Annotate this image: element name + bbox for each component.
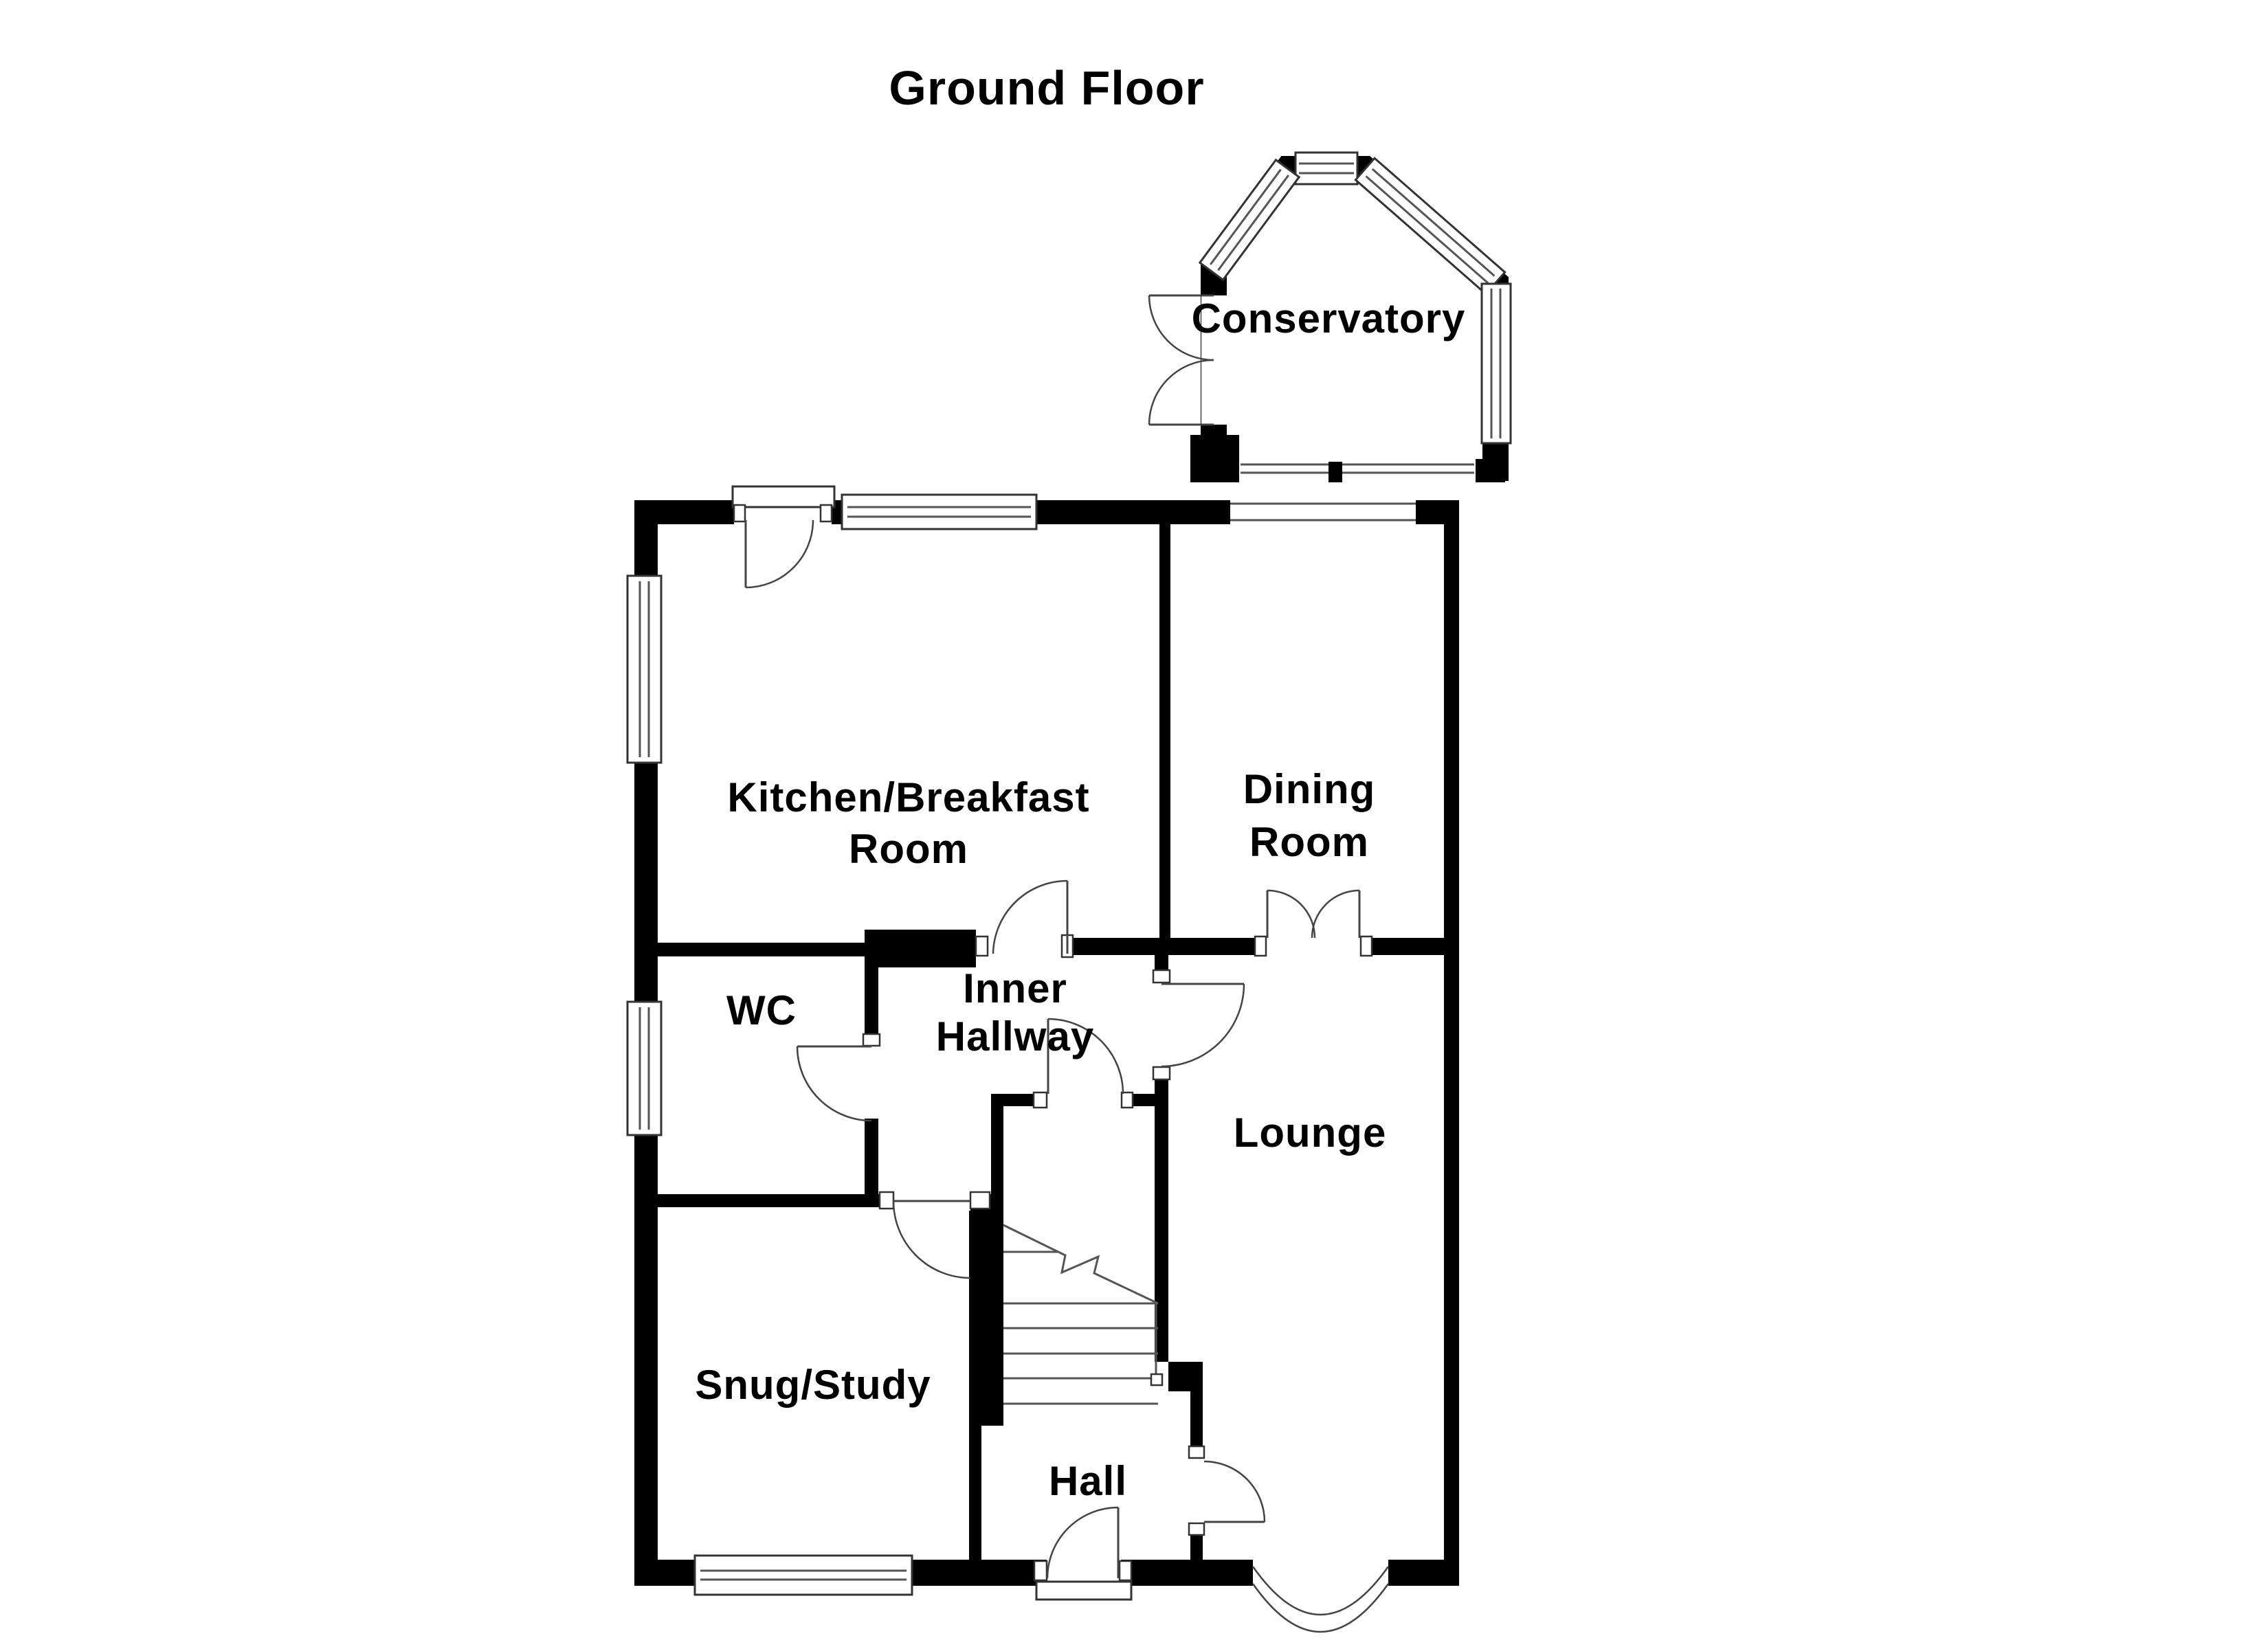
stairs-newel (1150, 1373, 1164, 1387)
conservatory-structure (1148, 151, 1512, 482)
snug-window (693, 1554, 913, 1596)
kitchen-back-door (731, 485, 836, 589)
wall-kitchen-dining (1159, 520, 1170, 955)
room-label-dining-line1: Dining (1243, 766, 1376, 812)
conservatory-right-window (1480, 282, 1512, 445)
room-label-hall: Hall (1049, 1458, 1127, 1504)
conservatory-junction-mid (1328, 462, 1342, 482)
wall-jog-block (1168, 1362, 1203, 1391)
wall-wc-top (658, 943, 865, 956)
room-label-conservatory: Conservatory (1192, 295, 1466, 341)
room-label-inner-hallway-line2: Hallway (936, 1013, 1094, 1059)
snug-door (878, 1191, 991, 1279)
conservatory-opening (1230, 497, 1416, 527)
page-title: Ground Floor (889, 61, 1204, 115)
wc-window (626, 1000, 663, 1136)
hall-door (1032, 1018, 1134, 1110)
room-label-kitchen-line2: Room (849, 826, 968, 872)
room-label-lounge: Lounge (1234, 1110, 1387, 1156)
stairs-break-line (1003, 1224, 1159, 1305)
wall-thick-block (865, 930, 976, 967)
room-label-kitchen-line1: Kitchen/Breakfast (727, 774, 1089, 820)
room-label-inner-hallway-line1: Inner (963, 965, 1067, 1011)
front-door (1033, 1506, 1133, 1601)
room-label-dining-line2: Room (1249, 819, 1369, 865)
wall-right (1444, 500, 1459, 1586)
lounge-door (1151, 969, 1245, 1081)
conservatory-right-angled-window (1354, 157, 1507, 295)
kitchen-hallway-door (975, 879, 1074, 958)
dining-lounge-double-doors (1254, 889, 1373, 958)
wall-hall-snug-column (969, 1207, 1003, 1426)
stairs (1003, 1224, 1164, 1405)
kitchen-left-window (626, 574, 663, 764)
wall-hall-left-upper (991, 1094, 1003, 1207)
kitchen-top-window (841, 493, 1038, 530)
wall-hall-left-lower (969, 1426, 981, 1560)
wc-door (796, 1033, 882, 1122)
bow-window (1252, 1557, 1390, 1633)
conservatory-junction-right (1476, 459, 1505, 482)
room-label-wc: WC (726, 987, 797, 1033)
conservatory-junction-left (1190, 435, 1239, 482)
conservatory-left-window (1198, 158, 1301, 282)
front-door-step (1035, 1580, 1133, 1601)
room-label-snug: Snug/Study (695, 1362, 931, 1408)
conservatory-top-window (1294, 151, 1359, 186)
conservatory-door (1148, 294, 1227, 426)
hall-lounge-door (1187, 1445, 1266, 1536)
